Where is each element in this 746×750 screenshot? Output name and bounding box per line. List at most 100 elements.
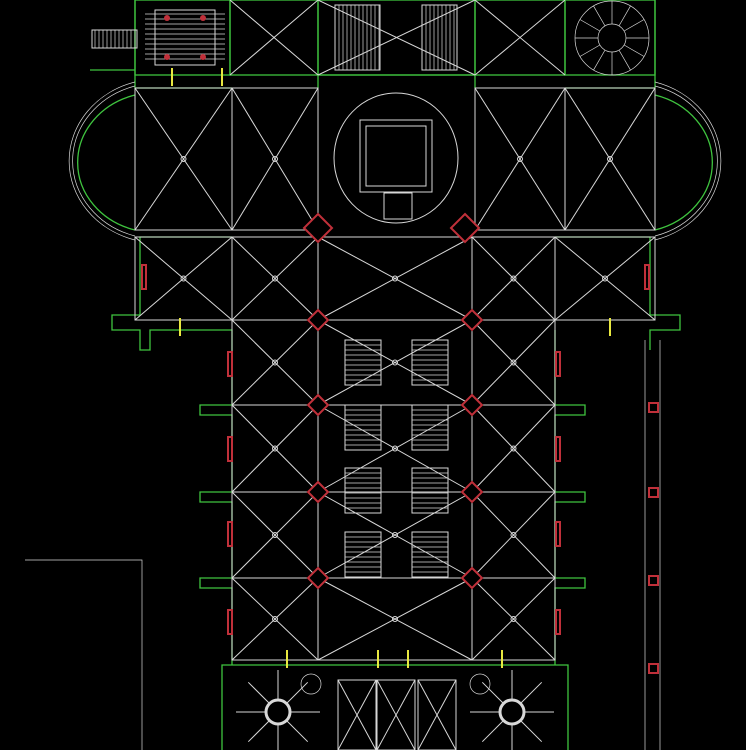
vault-boss [272, 275, 278, 282]
boundary-marker [648, 402, 659, 413]
vault-boss [392, 359, 398, 366]
tower-rib [247, 681, 270, 704]
vault-boss [272, 616, 278, 622]
tower-rib [520, 720, 543, 743]
vault-rib [376, 679, 416, 750]
vault-rib [474, 87, 566, 231]
tower-rib [481, 720, 504, 743]
vault-rib [231, 491, 319, 579]
vault-rib [317, 0, 476, 76]
spiral-stair-core [597, 23, 627, 53]
spiral-step [593, 49, 606, 71]
spiral-step [618, 49, 631, 71]
vault-rib [471, 404, 556, 493]
vault-rib [554, 236, 656, 321]
right-apse-wall [654, 94, 713, 231]
pew-block [411, 467, 449, 514]
stair-column [200, 15, 206, 21]
altar-step [383, 192, 413, 220]
vault-boss [510, 275, 517, 282]
vault-rib [471, 491, 556, 579]
vault-rib [417, 679, 457, 750]
vault-boss [510, 616, 517, 622]
vault-rib [231, 404, 319, 493]
vault-rib [317, 577, 473, 661]
pew-block [411, 404, 449, 451]
window [555, 609, 561, 635]
spiral-step [579, 44, 601, 57]
boundary-marker [648, 663, 659, 674]
vault-boss [272, 445, 278, 452]
stair-column [164, 54, 170, 60]
small-spiral-stair [469, 673, 491, 695]
vault-rib [231, 236, 319, 321]
side-stair [91, 29, 138, 49]
vault-rib [134, 236, 233, 321]
spiral-step [593, 5, 606, 27]
vault-boss [392, 445, 398, 452]
window [555, 436, 561, 462]
tower-rib [481, 681, 504, 704]
window [555, 351, 561, 377]
window [227, 521, 233, 547]
vault-boss [272, 156, 278, 162]
vault-rib [231, 577, 319, 661]
porch-bay [337, 679, 377, 750]
porch-bay [376, 679, 416, 750]
crossing-oval [333, 92, 459, 224]
vault-boss [392, 532, 398, 538]
stair-flight [421, 4, 458, 71]
nave-pier [306, 393, 330, 417]
vault-rib [231, 319, 319, 406]
stair-column [164, 15, 170, 21]
vault-boss [517, 156, 523, 162]
top-room [564, 0, 656, 76]
vault-rib [317, 404, 473, 493]
walls-layer [77, 0, 713, 750]
nave-pier [302, 212, 334, 244]
right-apse-outline [654, 81, 722, 241]
spiral-step [579, 19, 601, 32]
window [141, 264, 147, 290]
nave-pier [460, 393, 484, 417]
pew-block [411, 339, 449, 386]
boundary-marker [648, 575, 659, 586]
details-layer [171, 0, 650, 750]
vault-boss [392, 275, 398, 282]
vault-boss [510, 359, 517, 366]
piers-layer [141, 15, 659, 674]
vault-rib [474, 0, 566, 76]
small-spiral-stair [300, 673, 322, 695]
vault-boss [272, 532, 278, 538]
pew-block [344, 531, 382, 578]
pew-block [344, 339, 382, 386]
altar-inner [365, 125, 427, 187]
spiral-step [623, 19, 645, 32]
spiral-step [618, 5, 631, 27]
pew-block [344, 467, 382, 514]
nave-pier [306, 480, 330, 504]
vault-boss [272, 359, 278, 366]
pew-block [344, 404, 382, 451]
vault-rib [229, 0, 319, 76]
tower-core [498, 698, 526, 726]
nave-pier [460, 308, 484, 332]
vault-boss [180, 275, 187, 282]
stair-flight [334, 4, 381, 71]
window [555, 521, 561, 547]
window [227, 351, 233, 377]
vault-lines-layer [25, 0, 722, 750]
vault-boss [510, 445, 517, 452]
left-apse-outline [68, 81, 136, 241]
vault-rib [471, 236, 556, 321]
stairwell [154, 9, 216, 66]
tower-rib [247, 720, 270, 743]
stair-column [200, 54, 206, 60]
vault-rib [317, 236, 473, 321]
left-apse-wall [77, 94, 136, 231]
vault-rib [231, 87, 319, 231]
vault-bay [564, 87, 656, 231]
top-room [134, 0, 231, 76]
